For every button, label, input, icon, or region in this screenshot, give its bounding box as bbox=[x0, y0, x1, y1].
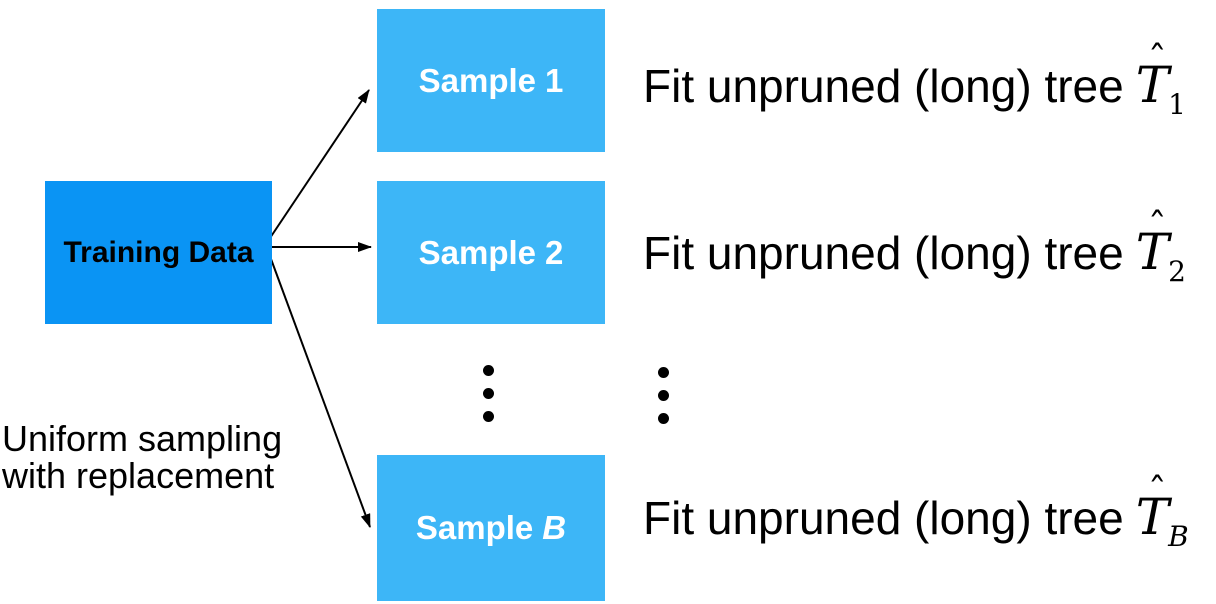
ellipsis-dot bbox=[658, 413, 669, 424]
uniform-sampling-annotation: Uniform sampling with replacement bbox=[2, 420, 282, 494]
annotation-line-1: Uniform sampling bbox=[2, 418, 283, 459]
training-data-label: Training Data bbox=[63, 235, 254, 269]
ellipsis-dot bbox=[483, 411, 494, 422]
arrow-to-sample-1 bbox=[267, 89, 370, 242]
ellipsis-dot bbox=[483, 388, 494, 399]
vertical-ellipsis-trees bbox=[658, 367, 669, 424]
tree-subscript: 2 bbox=[1168, 255, 1186, 288]
hat-accent: ˆ bbox=[1147, 470, 1167, 514]
vertical-ellipsis-samples bbox=[483, 365, 494, 422]
hat-accent: ˆ bbox=[1147, 205, 1167, 249]
ellipsis-dot bbox=[483, 365, 494, 376]
annotation-line-2: with replacement bbox=[2, 455, 275, 496]
tree-subscript: B bbox=[1168, 520, 1189, 553]
training-data-box: Training Data bbox=[45, 181, 272, 324]
hat-accent: ˆ bbox=[1147, 38, 1167, 82]
ellipsis-dot bbox=[658, 367, 669, 378]
arrow-to-sample-b bbox=[270, 258, 371, 528]
ellipsis-dot bbox=[658, 390, 669, 401]
tree-subscript: 1 bbox=[1168, 88, 1186, 121]
